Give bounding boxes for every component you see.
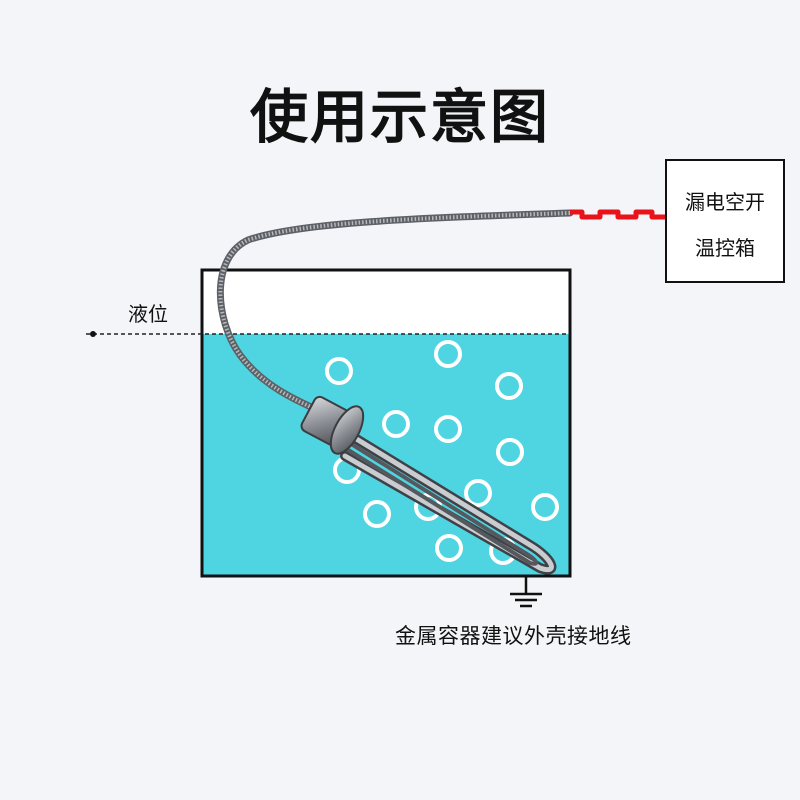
bubble: [325, 357, 353, 385]
bubble: [382, 410, 410, 438]
liquid-level-label: 液位: [128, 302, 168, 326]
heater-element: [340, 427, 557, 575]
bubble: [363, 500, 391, 528]
control-box-line-2: 温控箱: [695, 236, 755, 260]
page-title: 使用示意图: [249, 83, 550, 151]
control-box-line-1: 漏电空开: [685, 190, 765, 214]
bubble: [495, 372, 523, 400]
tank-outline: [200, 268, 572, 578]
bubbles: [325, 340, 559, 565]
liquid-level-dot: [90, 331, 96, 337]
red-power-wire: [570, 209, 666, 220]
heater-flange: [300, 395, 365, 455]
bubble: [434, 340, 462, 368]
bubble: [464, 479, 492, 507]
ground-note: 金属容器建议外壳接地线: [395, 624, 632, 648]
ground-icon: [510, 576, 542, 608]
control-box: [665, 159, 785, 283]
bubble: [531, 493, 559, 521]
bubble: [496, 438, 524, 466]
tank-air: [203, 270, 569, 334]
bubble: [435, 534, 463, 562]
flexible-cable-coil: [218, 211, 571, 414]
bubble: [434, 415, 462, 443]
